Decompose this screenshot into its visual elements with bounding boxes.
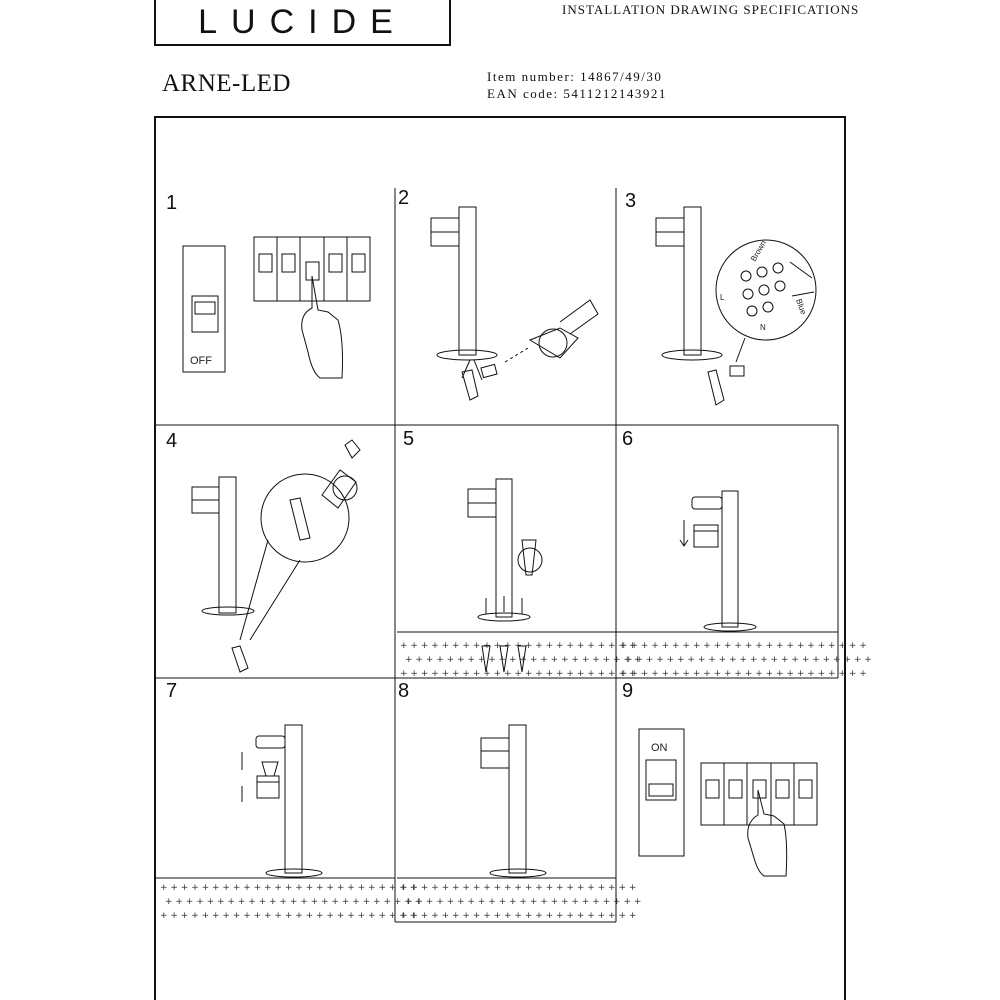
step-number: 2	[398, 187, 410, 209]
svg-text:+ + + + + + + + + +: + + + + + + + + + + + + + + + + + + + + …	[160, 911, 417, 921]
ean-code: EAN code: 5411212143921	[487, 86, 667, 101]
svg-text:+ + + + + + + + + +: + + + + + + + + + + + + + + + + + + + + …	[400, 911, 636, 921]
fuse-panel-on	[700, 762, 818, 826]
hand-icon	[301, 275, 343, 379]
step-number: 1	[166, 192, 178, 214]
svg-text:+ + + + + + + + + +: + + + + + + + + + + + + + + + + + + + + …	[400, 641, 636, 651]
step-number: 5	[403, 428, 415, 450]
live-label: L	[720, 293, 725, 302]
svg-text:+ + + + + + + + + +: + + + + + + + + + + + + + + + + + + + + …	[620, 641, 867, 651]
lamp-post-head	[679, 490, 757, 632]
step-number: 7	[166, 680, 178, 702]
lamp-post-connect	[191, 476, 301, 673]
step-number: 6	[622, 428, 634, 450]
hand-icon	[747, 789, 788, 877]
lamp-post-bulb	[241, 724, 323, 878]
item-number: Item number: 14867/49/30	[487, 69, 663, 84]
brand-logo: LUCIDE	[154, 0, 451, 46]
item-info: Item number: 14867/49/30 EAN code: 54112…	[487, 68, 667, 102]
svg-text:+ + + + + + + + + +: + + + + + + + + + + + + + + + + + + + + …	[620, 669, 867, 679]
logo-text: LUCIDE	[198, 3, 407, 41]
step-number: 9	[622, 680, 634, 702]
on-label: ON	[651, 742, 668, 754]
terminal-block-detail	[715, 239, 817, 363]
spec-title: INSTALLATION DRAWING SPECIFICATIONS	[562, 2, 860, 17]
product-name: ARNE-LED	[162, 70, 291, 97]
lamp-post-mount	[467, 478, 543, 673]
svg-text:+ + + + + + + + + +: + + + + + + + + + + + + + + + + + + + + …	[405, 897, 641, 907]
lamp-post-complete	[480, 724, 547, 878]
instruction-frame	[154, 116, 846, 1000]
blue-wire-label: Blue	[794, 298, 808, 317]
ground-hatch: + + + + + + + + + + + + + + + + + + + + …	[160, 641, 872, 921]
svg-text:+ + + + + + + + + +: + + + + + + + + + + + + + + + + + + + + …	[160, 883, 417, 893]
svg-text:+ + + + + + + + + +: + + + + + + + + + + + + + + + + + + + + …	[405, 655, 641, 665]
connector-detail	[260, 439, 361, 563]
lamp-post-wiring	[655, 206, 745, 406]
svg-text:+ + + + + + + + + +: + + + + + + + + + + + + + + + + + + + + …	[165, 897, 422, 907]
cable-connector	[504, 299, 599, 363]
svg-text:+ + + + + + + + + +: + + + + + + + + + + + + + + + + + + + + …	[625, 655, 872, 665]
breaker-switch-on	[638, 728, 685, 857]
svg-text:+ + + + + + + + + +: + + + + + + + + + + + + + + + + + + + + …	[400, 669, 636, 679]
neutral-label: N	[760, 323, 766, 332]
svg-text:+ + + + + + + + + +: + + + + + + + + + + + + + + + + + + + + …	[400, 883, 636, 893]
step-number: 3	[625, 190, 637, 212]
lamp-post-open	[430, 206, 498, 401]
step-number: 8	[398, 680, 410, 702]
bulb-icon	[261, 761, 279, 777]
off-label: OFF	[190, 355, 212, 367]
step-number: 4	[166, 430, 178, 452]
breaker-switch-off	[182, 245, 226, 373]
